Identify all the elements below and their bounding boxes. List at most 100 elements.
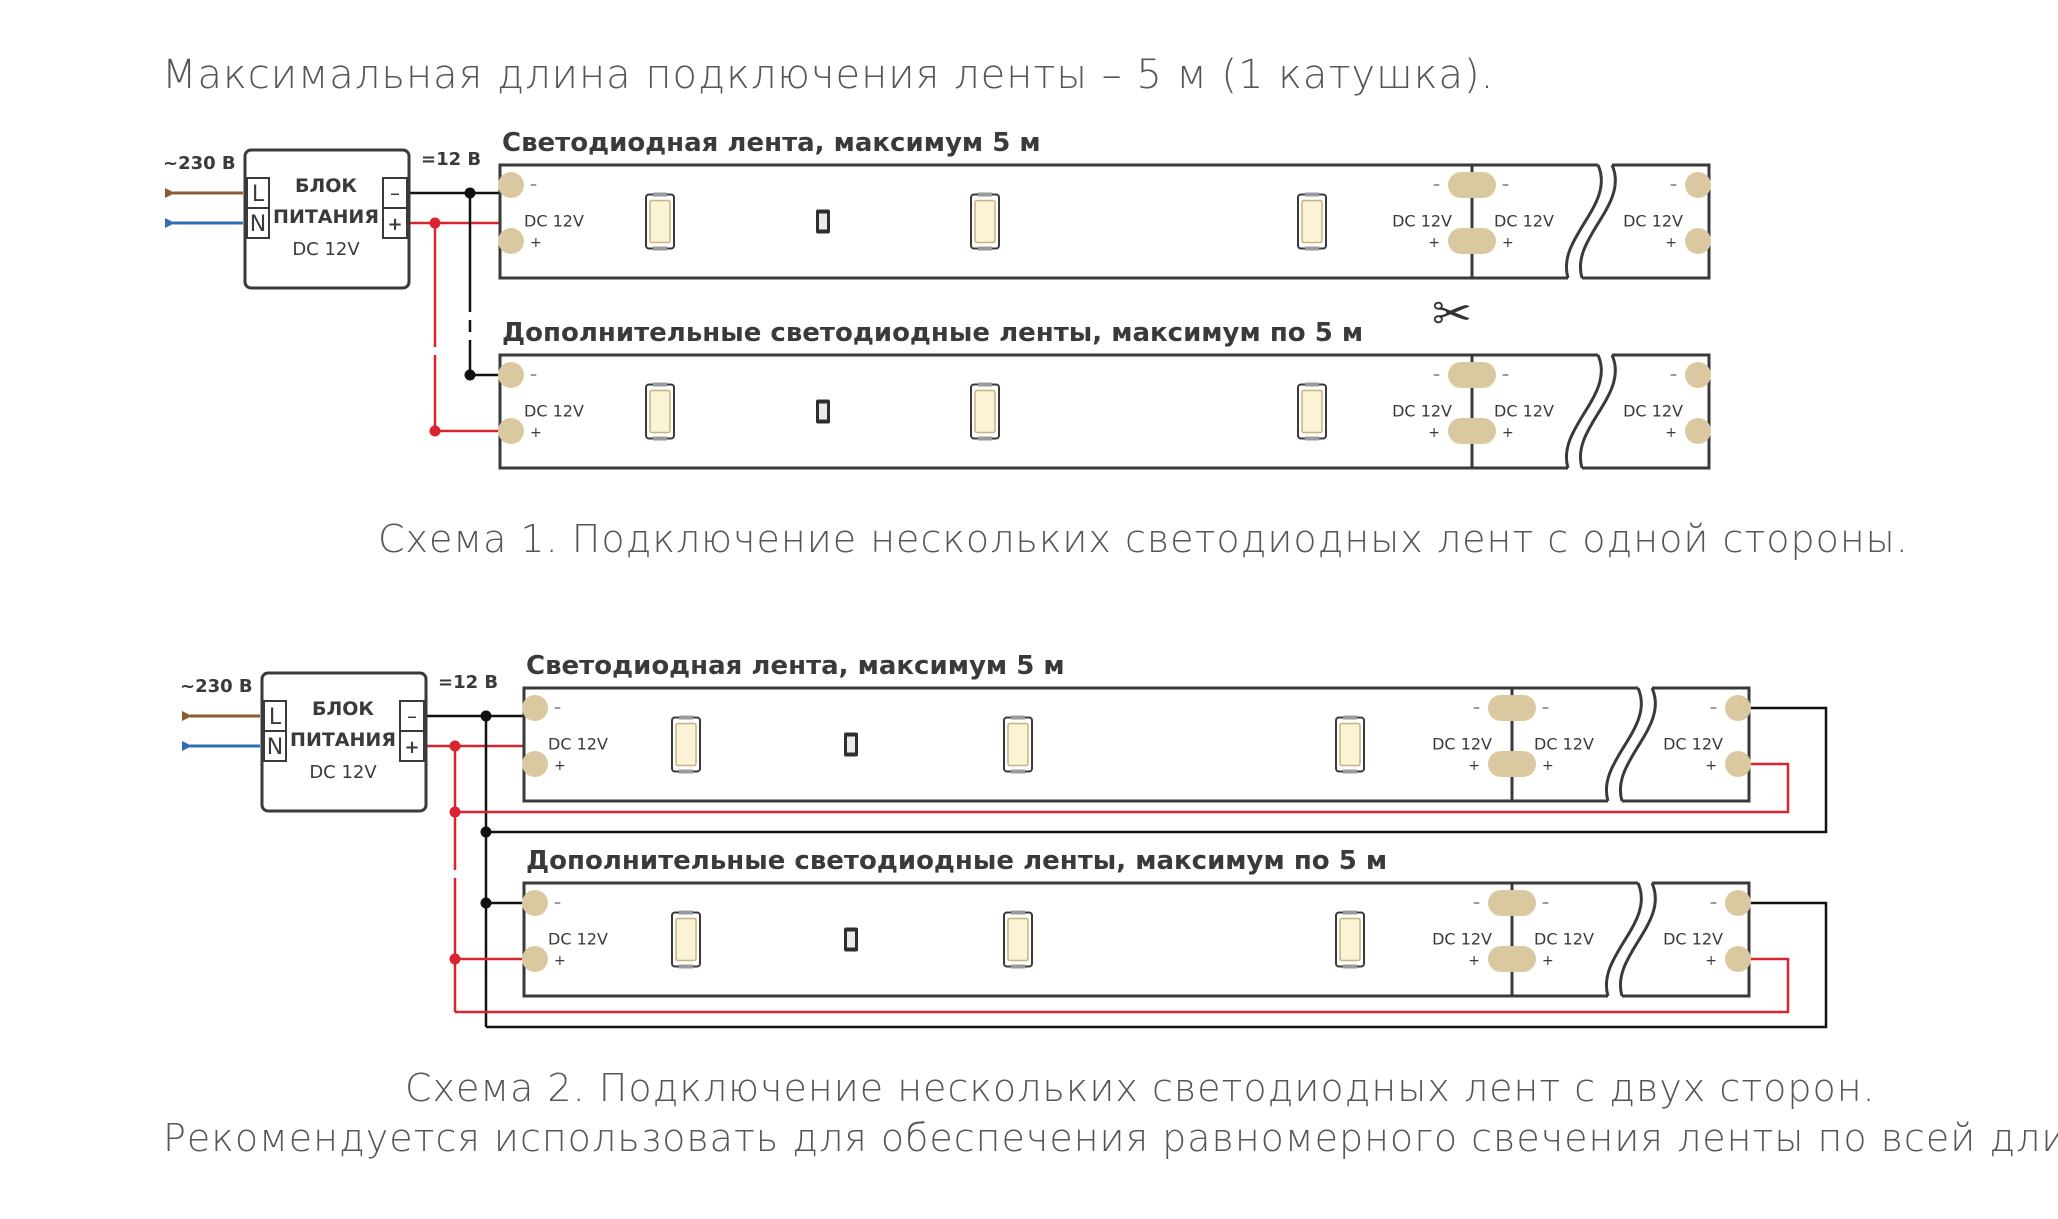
scissors-icon: ✂ xyxy=(1432,286,1472,342)
strip-title: Дополнительные светодиодные ленты, макси… xyxy=(526,846,1387,876)
led-die xyxy=(974,199,996,244)
strip-break xyxy=(1604,882,1643,997)
led-chip xyxy=(1335,910,1365,969)
terminal-plus-label: + xyxy=(404,737,419,758)
pad-voltage-label: DC 12V xyxy=(1534,930,1594,949)
pad-voltage-label: DC 12V xyxy=(1494,402,1554,421)
solder-pad-plus xyxy=(522,751,548,777)
led-die xyxy=(1007,722,1029,767)
pad-minus-label: – xyxy=(1473,895,1480,911)
solder-pad-minus xyxy=(1685,172,1711,198)
mains-arrows-scheme1: ~230 В=12 В xyxy=(163,149,481,228)
solder-pad-plus xyxy=(1448,418,1496,444)
psu-title-2: ПИТАНИЯ xyxy=(290,729,396,751)
led-chip xyxy=(1003,910,1033,969)
junction-dot xyxy=(429,425,441,437)
led-die xyxy=(1301,389,1323,434)
led-pin xyxy=(1305,382,1319,387)
psu-body xyxy=(243,148,411,290)
pad-minus-label: – xyxy=(1433,367,1440,383)
strip-title: Дополнительные светодиодные ленты, макси… xyxy=(502,318,1363,348)
strip-title: Светодиодная лента, максимум 5 м xyxy=(502,128,1041,158)
junction-dot xyxy=(464,187,476,199)
pad-plus-label: + xyxy=(1705,953,1717,969)
terminal-N xyxy=(263,730,287,762)
solder-pad-minus xyxy=(1448,172,1496,198)
solder-pad-minus xyxy=(1488,890,1536,916)
led-die xyxy=(1007,917,1029,962)
terminal-minus-label: – xyxy=(407,704,417,728)
pad-plus-label: + xyxy=(1665,425,1677,441)
led-pin xyxy=(1011,964,1025,969)
strip-outline xyxy=(1622,881,1751,998)
pad-voltage-label: DC 12V xyxy=(548,735,608,754)
pad-voltage-label: DC 12V xyxy=(1663,930,1723,949)
scheme2-strip-additional: Дополнительные светодиодные ленты, макси… xyxy=(522,846,1751,998)
led-chip xyxy=(1335,715,1365,774)
wire-negative-return xyxy=(486,901,1828,1029)
wire-positive-return xyxy=(455,762,1790,814)
pad-minus-label: – xyxy=(1433,177,1440,193)
junction-dot xyxy=(480,897,492,909)
terminal-plus-label: + xyxy=(387,214,402,235)
pad-voltage-label: DC 12V xyxy=(524,212,584,231)
pad-plus-label: + xyxy=(554,953,566,969)
junction-dot xyxy=(449,740,461,752)
strip-break xyxy=(1564,164,1603,279)
led-pin xyxy=(978,436,992,441)
pad-plus-label: + xyxy=(1428,235,1440,251)
psu-title-1: БЛОК xyxy=(295,175,357,197)
strip-break xyxy=(1578,164,1617,279)
strip-outline xyxy=(522,881,1638,998)
led-pin xyxy=(679,910,693,915)
led-pin xyxy=(1011,769,1025,774)
pad-minus-label: – xyxy=(1542,895,1549,911)
solder-pad-minus xyxy=(1685,362,1711,388)
solder-pad-minus xyxy=(1725,890,1751,916)
pad-plus-label: + xyxy=(530,425,542,441)
pad-minus-label: – xyxy=(1710,895,1717,911)
solder-pad-minus xyxy=(1488,695,1536,721)
strip-break xyxy=(1604,687,1643,802)
terminal-plus xyxy=(382,207,408,239)
pad-plus-label: + xyxy=(1468,953,1480,969)
scheme1-strip-main: Светодиодная лента, максимум 5 м – + DC 12V… xyxy=(498,128,1711,280)
pad-plus-label: + xyxy=(1468,758,1480,774)
led-pin xyxy=(679,769,693,774)
strip-outline xyxy=(1622,686,1751,803)
psu-model: DC 12V xyxy=(292,239,360,260)
pad-voltage-label: DC 12V xyxy=(548,930,608,949)
output-voltage-label: =12 В xyxy=(438,672,498,693)
solder-pad-plus xyxy=(522,946,548,972)
pad-plus-label: + xyxy=(1705,758,1717,774)
pad-plus-label: + xyxy=(1542,758,1554,774)
scheme2-caption-line1: Схема 2. Подключение нескольких светодио… xyxy=(405,1066,1876,1110)
strip-outline xyxy=(498,163,1598,280)
led-pin xyxy=(1305,246,1319,251)
solder-pad-plus xyxy=(1685,418,1711,444)
pad-minus-label: – xyxy=(554,700,561,716)
led-pin xyxy=(679,715,693,720)
pad-voltage-label: DC 12V xyxy=(1623,212,1683,231)
pad-plus-label: + xyxy=(1665,235,1677,251)
strip-break xyxy=(1578,354,1617,469)
led-die xyxy=(675,722,697,767)
led-chip xyxy=(970,192,1000,251)
wire-negative-return xyxy=(486,706,1828,834)
pad-minus-label: – xyxy=(1710,700,1717,716)
terminal-L-label: L xyxy=(269,705,282,730)
led-pin xyxy=(653,382,667,387)
solder-pad-minus xyxy=(498,362,524,388)
wires-layer xyxy=(409,191,1828,1029)
pad-voltage-label: DC 12V xyxy=(1623,402,1683,421)
psu-title-1: БЛОК xyxy=(312,698,374,720)
solder-pad-plus xyxy=(498,418,524,444)
led-pin xyxy=(653,192,667,197)
strip-outline xyxy=(522,686,1638,803)
terminal-plus xyxy=(399,730,425,762)
led-chip xyxy=(671,715,701,774)
pad-plus-label: + xyxy=(1502,235,1514,251)
